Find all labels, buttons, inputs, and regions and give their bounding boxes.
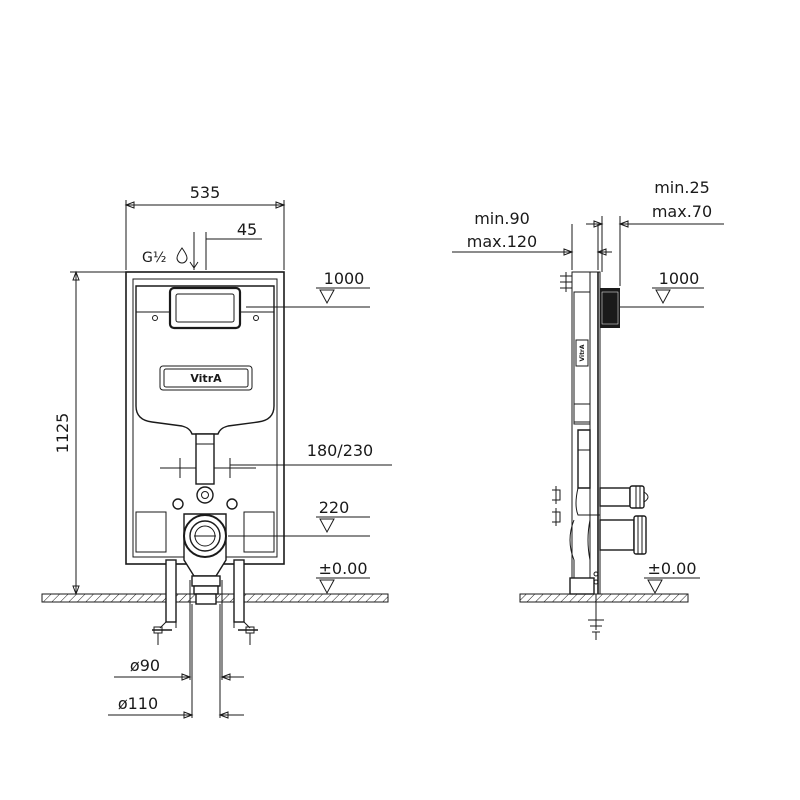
- dim-wall-max: max.120: [467, 232, 537, 251]
- side-brand-box: [575, 339, 589, 367]
- level-floor: ±0.00: [318, 559, 367, 578]
- dim-gap-min: min.25: [654, 178, 710, 197]
- dim-gap-max: max.70: [652, 202, 712, 221]
- inlet-arrow-icon: [189, 252, 199, 269]
- flush-plate: [168, 286, 242, 330]
- side-brand-label: VitrA: [579, 344, 586, 361]
- dim-span: 180/230: [307, 441, 373, 460]
- dim-pipe-large: ø110: [118, 694, 158, 713]
- brand-label: VitrA: [190, 372, 222, 385]
- water-drop-icon: [176, 247, 188, 264]
- dim-pipe-small: ø90: [130, 656, 160, 675]
- dim-offset: 45: [237, 220, 257, 239]
- inlet-label: G½: [142, 250, 166, 266]
- mount-bolt: [196, 486, 214, 504]
- dim-height: 1125: [53, 413, 72, 454]
- brand-label-box: [159, 365, 253, 391]
- dim-width: 535: [190, 183, 221, 202]
- front-view: VitrA: [41, 183, 392, 719]
- side-view: VitrA min.90 ma: [452, 178, 724, 640]
- level-top: 1000: [324, 269, 365, 288]
- downpipe: [195, 433, 215, 485]
- side-level-top: 1000: [659, 269, 700, 288]
- side-floor: [519, 593, 689, 603]
- level-mid: 220: [319, 498, 350, 517]
- side-level-floor: ±0.00: [647, 559, 696, 578]
- dim-wall-min: min.90: [474, 209, 530, 228]
